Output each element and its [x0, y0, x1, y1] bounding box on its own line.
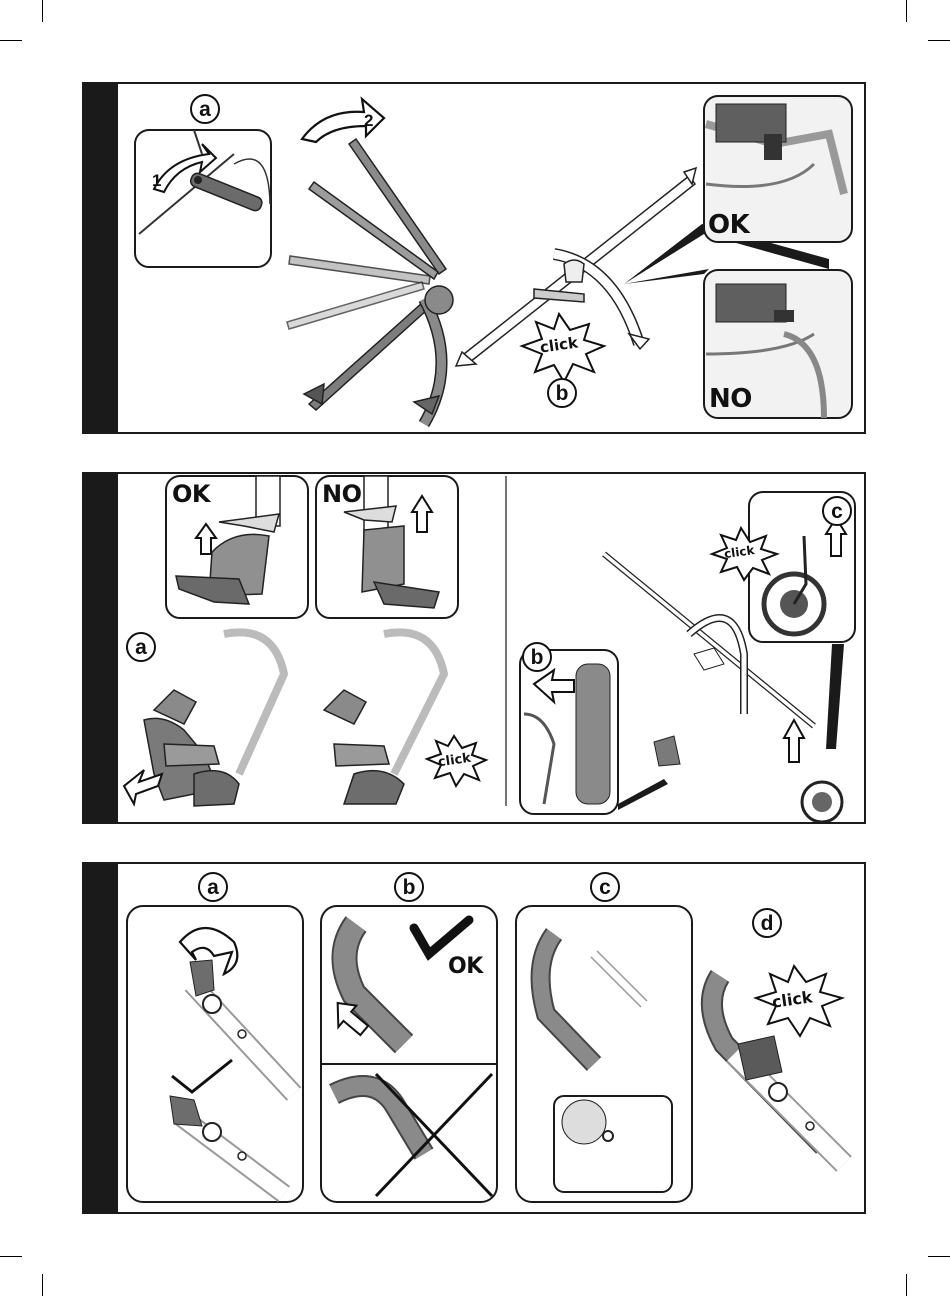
instruction-panel-2: a b c OK NO click click	[82, 472, 866, 824]
step-label-b: b	[547, 378, 577, 408]
crop-mark	[906, 1274, 907, 1296]
step-label-a: a	[190, 94, 220, 124]
sub-step-1: 1	[152, 172, 161, 189]
step-label-b: b	[522, 642, 552, 672]
crop-mark	[928, 1256, 950, 1257]
no-label: NO	[322, 482, 362, 506]
crop-mark	[0, 1256, 22, 1257]
crop-mark	[0, 40, 22, 41]
step-label-c: c	[590, 872, 620, 902]
panel-1-illustration	[84, 84, 866, 434]
step-label-b: b	[394, 872, 424, 902]
step-label-a: a	[126, 632, 156, 662]
ok-label: OK	[172, 482, 210, 506]
step-label-a: a	[198, 872, 228, 902]
crop-mark	[42, 1274, 43, 1296]
panel-2-illustration	[84, 474, 866, 824]
step-label-d: d	[752, 908, 782, 938]
step-label-c: c	[822, 496, 852, 526]
panel-3-illustration	[84, 864, 866, 1214]
crop-mark	[906, 0, 907, 22]
crop-mark	[928, 40, 950, 41]
ok-label: OK	[448, 956, 483, 978]
instruction-panel-1: a b 1 2 click OK NO	[82, 82, 866, 434]
no-label: NO	[709, 386, 752, 412]
instruction-panel-3: a b c d OK click	[82, 862, 866, 1214]
ok-label: OK	[708, 212, 749, 238]
crop-mark	[42, 0, 43, 22]
sub-step-2: 2	[364, 112, 373, 129]
